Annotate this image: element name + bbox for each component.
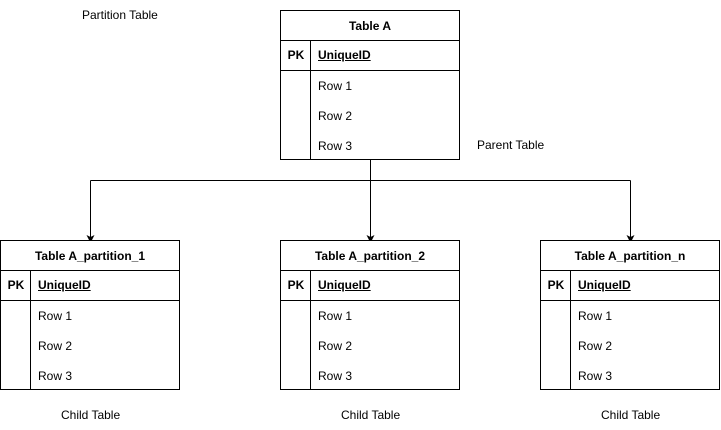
pk-key-label: PK <box>547 278 565 292</box>
entity-table-a-partition-n[interactable]: Table A_partition_n PK UniqueID Row 1 Ro… <box>540 240 720 390</box>
entity-row-2: Row 2 <box>318 339 353 353</box>
pk-row: PK UniqueID <box>1 271 179 301</box>
entity-table-a-partition-1[interactable]: Table A_partition_1 PK UniqueID Row 1 Ro… <box>0 240 180 390</box>
entity-row-2: Row 2 <box>578 339 613 353</box>
entity-row-1: Row 1 <box>318 309 353 323</box>
entity-title: Table A <box>281 11 459 41</box>
pk-field-name: UniqueID <box>578 278 631 292</box>
child-table-label-1: Child Table <box>61 408 121 422</box>
pk-key-label: PK <box>287 278 305 292</box>
key-column-divider <box>30 271 31 390</box>
pk-row: PK UniqueID <box>541 271 719 301</box>
entity-row-3: Row 3 <box>318 139 353 153</box>
entity-row-2: Row 2 <box>318 109 353 123</box>
entity-row-3: Row 3 <box>578 369 613 383</box>
partition-table-label: Partition Table <box>82 8 158 22</box>
pk-key-label: PK <box>7 278 25 292</box>
key-column-divider <box>310 41 311 160</box>
key-column-divider <box>570 271 571 390</box>
entity-row-2: Row 2 <box>38 339 73 353</box>
pk-field-name: UniqueID <box>318 48 371 62</box>
entity-row-1: Row 1 <box>318 79 353 93</box>
parent-table-label: Parent Table <box>477 138 545 152</box>
pk-field-name: UniqueID <box>318 278 371 292</box>
pk-row: PK UniqueID <box>281 271 459 301</box>
entity-row-1: Row 1 <box>578 309 613 323</box>
child-table-label-n: Child Table <box>601 408 661 422</box>
pk-field-name: UniqueID <box>38 278 91 292</box>
entity-table-a[interactable]: Table A PK UniqueID Row 1 Row 2 Row 3 <box>280 10 460 160</box>
entity-row-3: Row 3 <box>318 369 353 383</box>
entity-title: Table A_partition_n <box>541 241 719 271</box>
entity-row-3: Row 3 <box>38 369 73 383</box>
entity-title: Table A_partition_2 <box>281 241 459 271</box>
entity-title: Table A_partition_1 <box>1 241 179 271</box>
pk-row: PK UniqueID <box>281 41 459 71</box>
child-table-label-2: Child Table <box>341 408 401 422</box>
key-column-divider <box>310 271 311 390</box>
pk-key-label: PK <box>287 48 305 62</box>
entity-row-1: Row 1 <box>38 309 73 323</box>
entity-table-a-partition-2[interactable]: Table A_partition_2 PK UniqueID Row 1 Ro… <box>280 240 460 390</box>
